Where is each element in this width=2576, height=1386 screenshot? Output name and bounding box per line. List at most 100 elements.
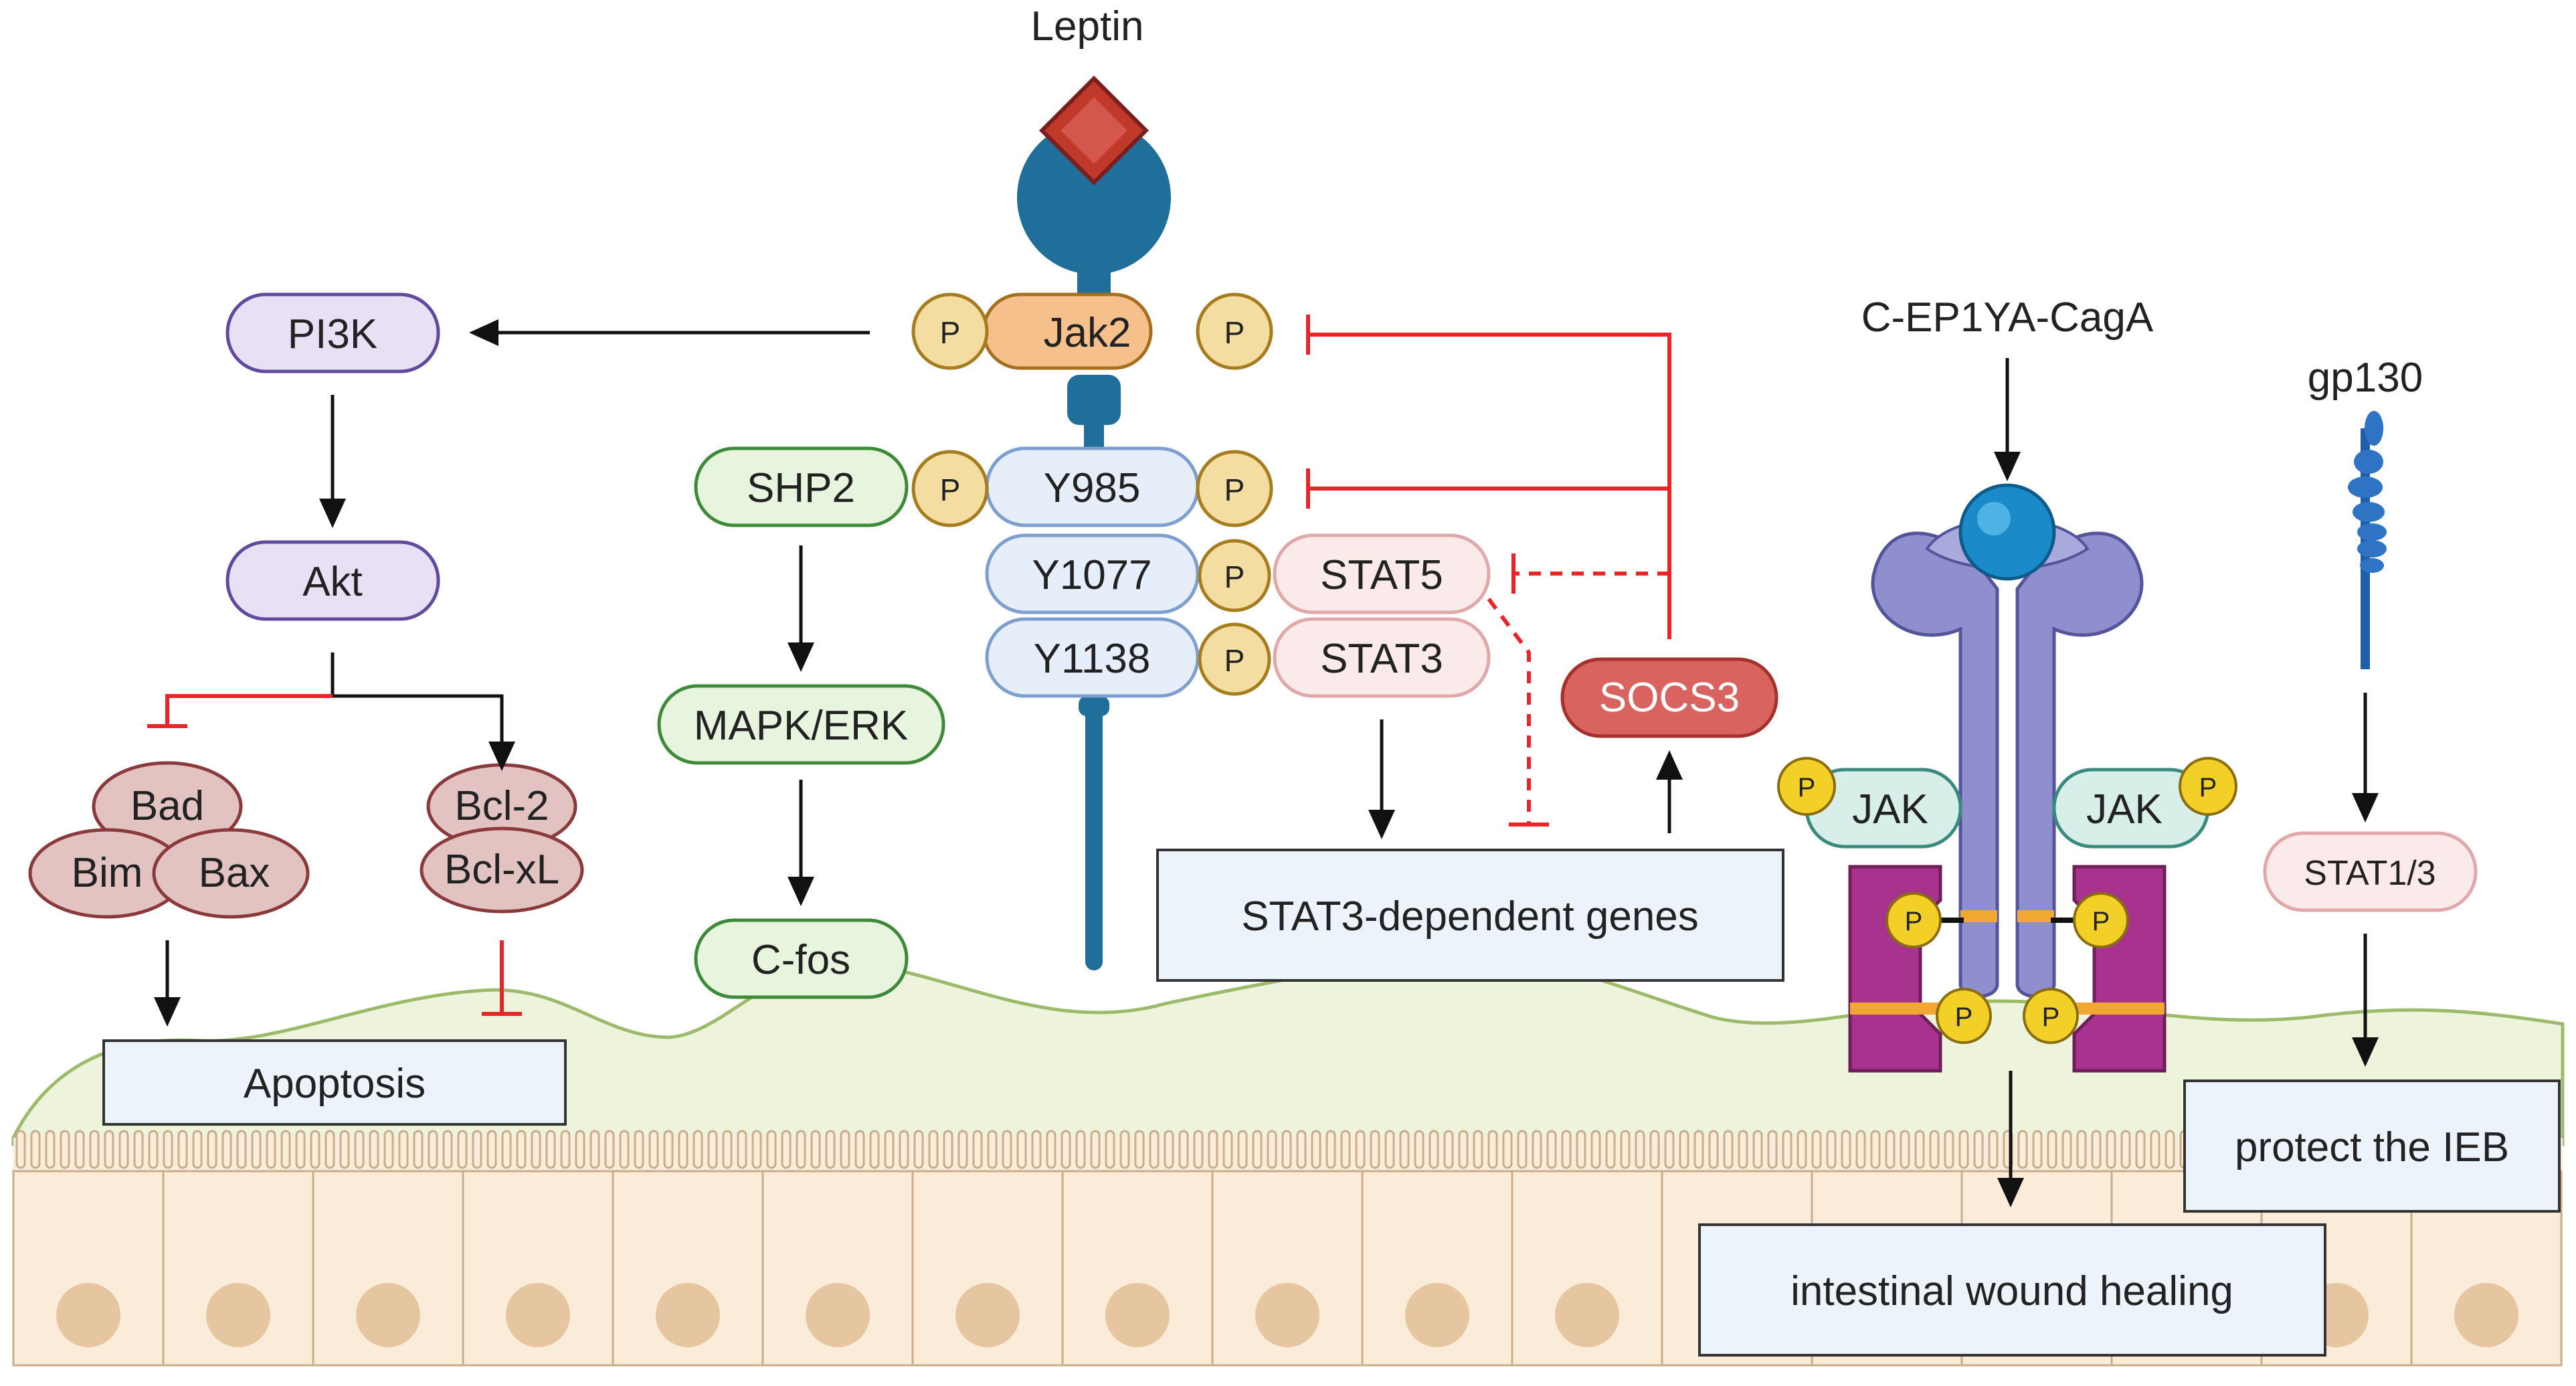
microvillus	[192, 1130, 203, 1169]
healing-label: intestinal wound healing	[1790, 1268, 2233, 1314]
y1077-label: Y1077	[1032, 552, 1152, 598]
microvillus	[221, 1130, 232, 1169]
microvillus	[501, 1130, 512, 1169]
jak2-p-right: P	[1196, 292, 1273, 370]
pi3k-branch: PI3K Akt Bad Bim Bax Bcl-2 Bcl-xL Apopto…	[28, 292, 584, 1126]
microvillus	[1267, 1130, 1277, 1169]
microvillus	[310, 1130, 320, 1169]
microvillus	[2076, 1130, 2087, 1169]
svg-text:P: P	[2092, 907, 2110, 936]
healing-box	[1698, 1223, 2326, 1357]
microvillus	[1134, 1130, 1145, 1169]
microvillus	[516, 1130, 527, 1169]
microvillus	[854, 1130, 865, 1169]
bad-bim-bax-cluster: Bad Bim Bax	[28, 761, 310, 919]
microvillus	[1443, 1130, 1454, 1169]
protect-label: protect the IEB	[2235, 1124, 2509, 1171]
microvillus	[1061, 1130, 1071, 1169]
stat13-box	[2263, 831, 2478, 912]
microvillus	[1885, 1130, 1896, 1169]
gp130-branch: gp130 STAT1/3 protect the IEB	[2183, 355, 2561, 1213]
kinase-p-tl: P	[1885, 892, 1942, 948]
microvillus	[1429, 1130, 1439, 1169]
microvillus	[148, 1130, 159, 1169]
microvillus	[1208, 1130, 1218, 1169]
microvillus	[133, 1130, 144, 1169]
receptor-head	[1017, 120, 1171, 274]
microvillus	[2091, 1130, 2102, 1169]
svg-text:P: P	[1224, 315, 1245, 350]
stat5-label: STAT5	[1320, 552, 1443, 598]
stat3-label: STAT3	[1320, 636, 1443, 682]
svg-text:P: P	[1224, 559, 1245, 594]
microvillus	[1502, 1130, 1513, 1169]
microvillus	[1002, 1130, 1012, 1169]
microvillus	[1487, 1130, 1498, 1169]
microvillus	[295, 1130, 306, 1169]
y985-label: Y985	[1044, 465, 1141, 511]
microvillus	[1193, 1130, 1204, 1169]
microvillus	[663, 1130, 674, 1169]
stat5-box	[1273, 533, 1491, 614]
microvillus	[1826, 1130, 1837, 1169]
y1077-box	[985, 533, 1200, 614]
mapk-erk-box	[657, 684, 945, 765]
microvillus	[413, 1130, 424, 1169]
microvillus	[1105, 1130, 1115, 1169]
jak2-label: Jak2	[1044, 310, 1131, 356]
kinase-left-band	[1850, 1003, 1940, 1015]
receptor-hinge	[1067, 375, 1121, 425]
pi3k-box	[225, 292, 440, 373]
jak2-p-left: P	[911, 292, 989, 370]
microvillus	[266, 1130, 276, 1169]
microvillus	[2165, 1130, 2175, 1169]
cell-nucleus	[506, 1283, 570, 1347]
microvillus	[60, 1130, 70, 1169]
microvillus	[1782, 1130, 1792, 1169]
svg-text:P: P	[1224, 472, 1245, 507]
microvillus	[89, 1130, 100, 1169]
receptor-right-band	[2017, 910, 2054, 922]
microvillus	[1870, 1130, 1881, 1169]
inhibit-socs3-trunk	[1308, 333, 1671, 639]
microvillus	[398, 1130, 409, 1169]
microvillus	[634, 1130, 644, 1169]
cell-nucleus	[1105, 1283, 1170, 1347]
microvillus	[1929, 1130, 1940, 1169]
svg-text:P: P	[1955, 1003, 1973, 1032]
inhibition-lines	[147, 315, 1671, 1016]
microvillus	[913, 1130, 924, 1169]
shp2-box	[694, 446, 909, 527]
microvillus	[810, 1130, 821, 1169]
y1138-label: Y1138	[1034, 636, 1151, 682]
microvillus	[30, 1130, 41, 1169]
microvillus	[1767, 1130, 1778, 1169]
jak-right-p: P	[2179, 757, 2237, 816]
bax-label: Bax	[199, 850, 270, 896]
microvillus	[1355, 1130, 1366, 1169]
microvillus	[1546, 1130, 1557, 1169]
microvillus	[2047, 1130, 2057, 1169]
microvillus	[1973, 1130, 1984, 1169]
microvillus	[1532, 1130, 1542, 1169]
microvillus	[1031, 1130, 1042, 1169]
svg-text:P: P	[1905, 907, 1923, 936]
microvillus	[1325, 1130, 1336, 1169]
y1077-p: P	[1198, 539, 1271, 612]
microvillus	[1797, 1130, 1807, 1169]
microvillus	[1016, 1130, 1027, 1169]
cell-nucleus	[356, 1283, 420, 1347]
cell-nucleus	[1555, 1283, 1619, 1347]
microvillus	[796, 1130, 806, 1169]
microvillus	[1752, 1130, 1763, 1169]
receptor-left-band	[1960, 910, 1997, 922]
gp130-label: gp130	[2308, 355, 2423, 401]
microvillus	[825, 1130, 836, 1169]
cfos-box	[694, 918, 909, 999]
microvillus	[1340, 1130, 1351, 1169]
mapk-erk-label: MAPK/ERK	[694, 703, 908, 749]
microvillus	[207, 1130, 217, 1169]
microvillus	[1222, 1130, 1233, 1169]
